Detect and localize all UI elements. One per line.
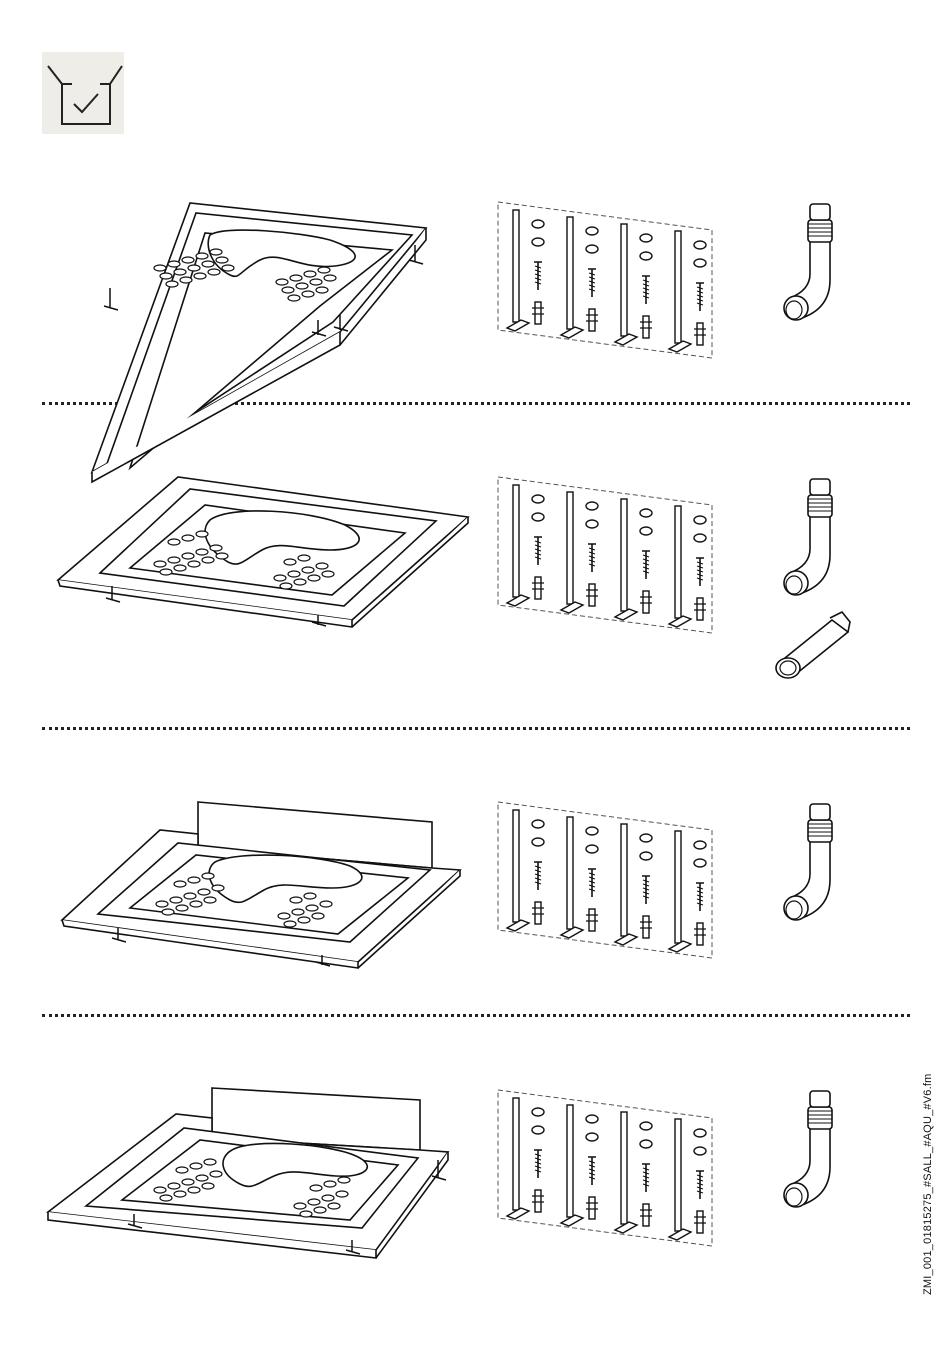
document-reference: ZMI_001_01815275_#SALL_#AQU_#V6.fm	[922, 935, 942, 1295]
